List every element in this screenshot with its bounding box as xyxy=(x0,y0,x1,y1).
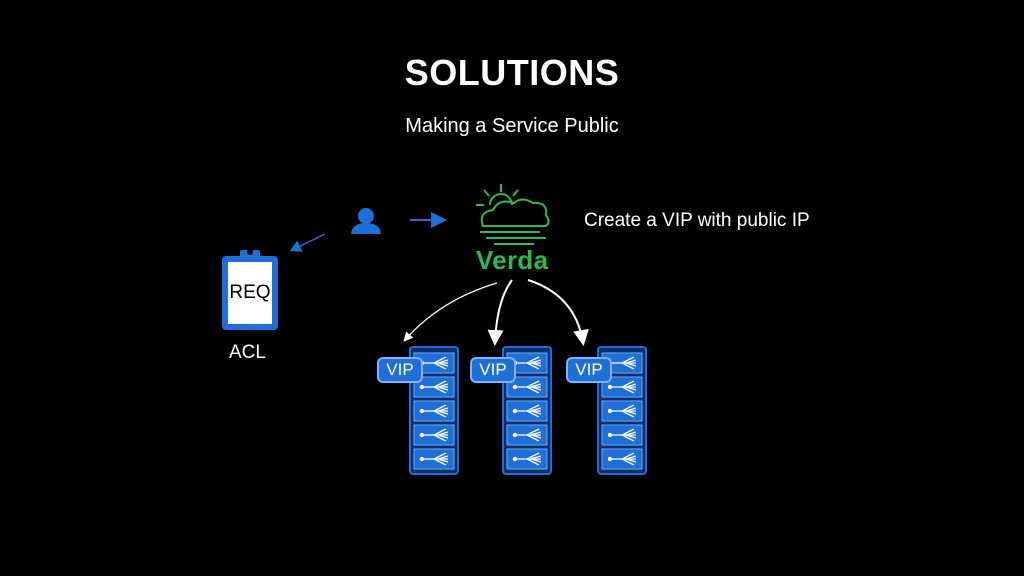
vip-badge: VIP xyxy=(566,357,612,383)
server-unit-icon xyxy=(601,424,643,446)
arrow-user-to-request xyxy=(289,233,326,252)
acl-label: ACL xyxy=(229,342,266,363)
server-unit-icon xyxy=(506,448,548,470)
server-rack xyxy=(597,346,647,475)
server-unit-icon xyxy=(506,400,548,422)
server-unit-icon xyxy=(413,400,455,422)
server-unit-icon xyxy=(413,448,455,470)
platform-caption: Create a VIP with public IP xyxy=(584,210,810,231)
server-unit-icon xyxy=(506,424,548,446)
vip-badge: VIP xyxy=(377,357,423,383)
cloud-sun-icon xyxy=(476,184,550,245)
clipboard-icon xyxy=(222,249,278,330)
request-doc-label: REQ xyxy=(229,282,271,303)
arrow-platform-to-server-2 xyxy=(487,279,513,346)
server-unit-icon xyxy=(601,400,643,422)
server-unit-icon xyxy=(506,376,548,398)
server-unit-icon xyxy=(506,352,548,374)
arrow-platform-to-server-3 xyxy=(527,279,589,346)
slide-subtitle: Making a Service Public xyxy=(405,115,619,137)
arrow-platform-to-server-1 xyxy=(403,282,498,342)
server-unit-icon xyxy=(601,376,643,398)
server-rack xyxy=(409,346,459,475)
server-unit-icon xyxy=(413,424,455,446)
user-icon xyxy=(351,208,381,234)
server-unit-icon xyxy=(601,448,643,470)
platform-name: Verda xyxy=(476,245,549,275)
server-unit-icon xyxy=(413,376,455,398)
slide-title: SOLUTIONS xyxy=(404,52,620,93)
vip-badge: VIP xyxy=(470,357,516,383)
